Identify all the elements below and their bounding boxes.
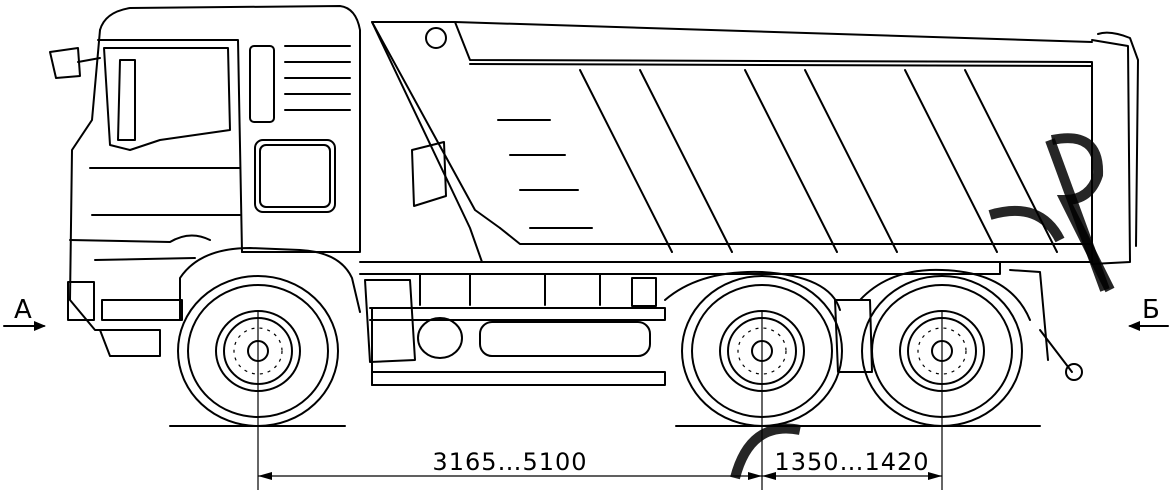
front-wheel [177, 275, 339, 427]
wheelbase-label: 3165…5100 [432, 448, 587, 476]
front-bumper [67, 281, 161, 357]
rear-axle-spacing-label: 1350…1420 [774, 448, 929, 476]
axle-centerlines [257, 312, 943, 490]
dump-body [371, 21, 1139, 265]
rear-tow-hook [1009, 269, 1083, 381]
dimension-rear-axle-spacing: 1350…1420 [762, 448, 942, 480]
arrow-right-icon [34, 321, 46, 331]
watermark [730, 133, 1115, 480]
view-arrow-front: А [3, 295, 46, 331]
arrow-left-icon [1128, 321, 1140, 331]
dump-body-ribs [579, 69, 1058, 253]
view-label-front: А [14, 295, 32, 325]
view-label-rear: Б [1142, 295, 1160, 325]
cab [69, 5, 361, 331]
dimension-wheelbase: 3165…5100 [258, 448, 762, 480]
side-mirror [49, 47, 101, 79]
view-arrow-rear: Б [1128, 295, 1169, 331]
rear-fenders [664, 268, 1031, 373]
